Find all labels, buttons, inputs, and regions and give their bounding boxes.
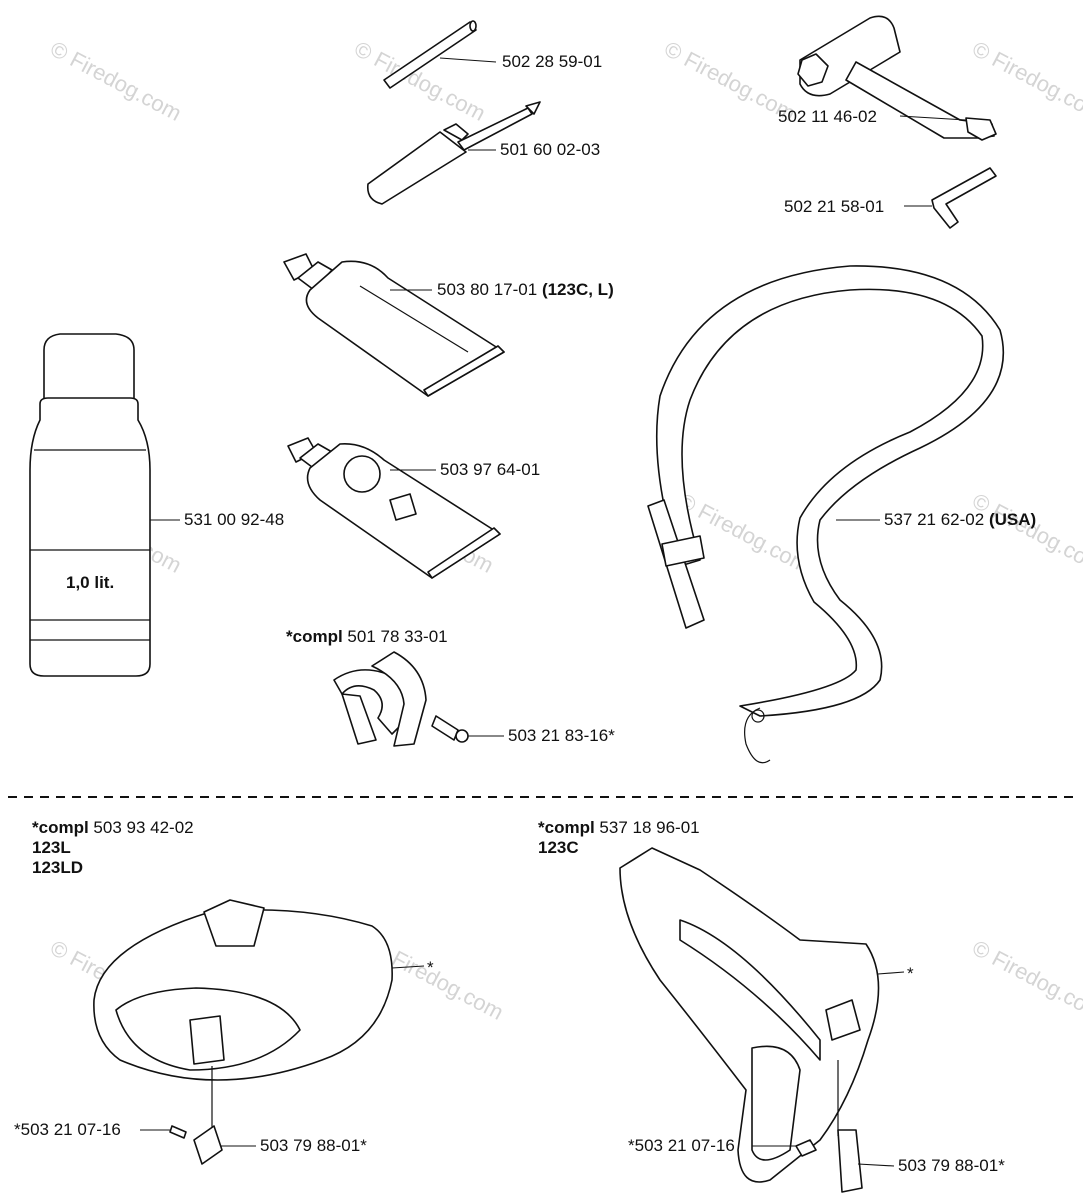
clamp-kit-number: 501 78 33-01 [347, 627, 448, 646]
oil-bottle-volume-text: 1,0 lit. [66, 573, 115, 592]
grease-tube-label: 503 80 17-01 (123C, L) [437, 280, 614, 300]
screwdriver-drawing [366, 101, 541, 205]
harness-label: 537 21 62-02 (USA) [884, 510, 1036, 530]
guard-right-screw-part-number: *503 21 07-16 [628, 1136, 735, 1155]
grease-tube-part-number: 503 80 17-01 [437, 280, 538, 299]
guard-left-model: 123L [32, 838, 71, 857]
hex-key-drawing [904, 167, 997, 229]
clamp-drawing [333, 651, 504, 747]
guard-right-star: * [907, 964, 914, 983]
guard-left-drawing [93, 899, 425, 1165]
guard-right-model: 123C [538, 838, 579, 857]
guard-left-plate-part-number: 503 79 88-01* [260, 1136, 367, 1155]
harness-part-number: 537 21 62-02 [884, 510, 985, 529]
oil-bottle-drawing [29, 333, 180, 677]
guard-right-kit-label: *compl 537 18 96-01 [538, 818, 700, 838]
grease-tube-drawing [283, 253, 505, 397]
guard-left-kit-label: *compl 503 93 42-02 [32, 818, 194, 838]
guard-left-prefix: *compl [32, 818, 89, 837]
grease-tube-small-part-number: 503 97 64-01 [440, 460, 541, 479]
guard-left-star: * [427, 958, 434, 977]
clamp-kit-prefix: *compl [286, 627, 343, 646]
guard-left-screw-part-number: *503 21 07-16 [14, 1120, 121, 1139]
guard-left-model: 123LD [32, 858, 84, 877]
screwdriver-part-number: 501 60 02-03 [500, 140, 601, 159]
harness-note: (USA) [988, 510, 1037, 529]
grease-tube-small-drawing [287, 437, 501, 579]
rod-part-number: 502 28 59-01 [502, 52, 603, 71]
hex-key-part-number: 502 21 58-01 [784, 197, 885, 216]
grease-tube-note: (123C, L) [541, 280, 614, 299]
guard-right-drawing [619, 847, 905, 1193]
clamp-kit-label: *compl 501 78 33-01 [286, 627, 448, 647]
guard-right-plate-part-number: 503 79 88-01* [898, 1156, 1005, 1175]
combi-wrench-drawing [797, 15, 997, 141]
guard-right-prefix: *compl [538, 818, 595, 837]
guard-right-kit-number: 537 18 96-01 [599, 818, 700, 837]
oil-bottle-part-number: 531 00 92-48 [184, 510, 285, 529]
rod-drawing [383, 20, 497, 89]
guard-left-kit-number: 503 93 42-02 [93, 818, 194, 837]
combi-wrench-part-number: 502 11 46-02 [778, 107, 877, 126]
clamp-screw-part-number: 503 21 83-16* [508, 726, 615, 745]
harness-drawing [647, 265, 1005, 764]
